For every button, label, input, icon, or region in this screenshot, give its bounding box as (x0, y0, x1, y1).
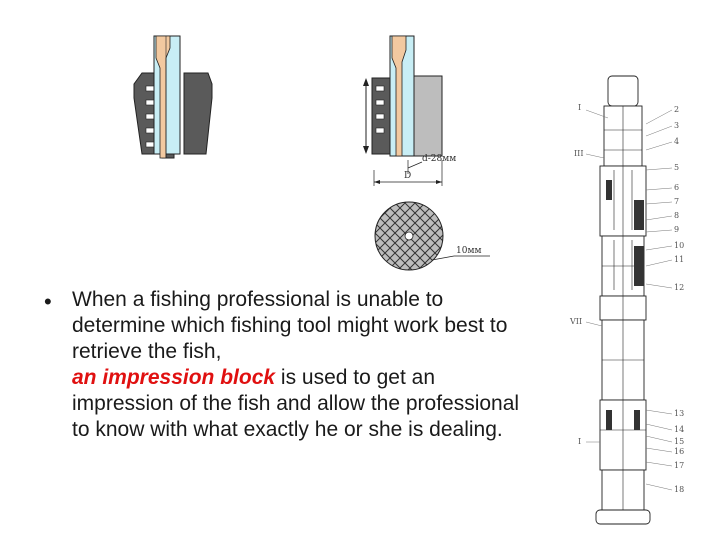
bullet-text: When a fishing professional is unable to… (72, 287, 542, 443)
fishing-tool-assembly: I III VII I 2 3 4 5 6 7 8 9 10 11 12 13 … (569, 75, 684, 525)
tool-label-right-0: 2 (674, 105, 679, 114)
label-d: d-28мм (422, 154, 456, 164)
tool-label-right-4: 6 (674, 183, 679, 192)
tool-label-right-5: 7 (674, 197, 679, 206)
label-D: D (404, 171, 411, 181)
tool-label-right-11: 13 (674, 409, 684, 418)
tool-label-left-1: III (574, 149, 583, 158)
tool-label-right-14: 16 (674, 447, 684, 456)
label-disk-size: 10мм (456, 246, 481, 256)
tool-label-right-2: 4 (674, 137, 679, 146)
tool-label-left-0: I (578, 103, 581, 112)
impression-block-cross-section-right: d-28мм D (363, 35, 456, 186)
tool-label-right-10: 12 (674, 283, 684, 292)
impression-block-cross-section-left (133, 35, 213, 159)
tool-label-right-9: 11 (674, 255, 684, 264)
bullet-dot: • (44, 289, 52, 314)
tool-label-right-3: 5 (674, 163, 679, 172)
tool-label-right-7: 9 (674, 225, 679, 234)
tool-label-right-6: 8 (674, 211, 679, 220)
bullet-text-after: is used to get an impression of the fish… (72, 366, 520, 441)
tool-label-right-15: 17 (674, 461, 684, 470)
tool-label-left-2: VII (569, 317, 582, 326)
bullet-highlight: an impression block (72, 366, 276, 389)
tool-label-right-13: 15 (674, 437, 684, 446)
bullet-text-before: When a fishing professional is unable to… (72, 288, 508, 363)
tool-label-left-3: I (578, 437, 581, 446)
tool-label-right-1: 3 (674, 121, 679, 130)
tool-label-right-8: 10 (674, 241, 684, 250)
bullet-paragraph: • When a fishing professional is unable … (44, 287, 544, 443)
tool-label-right-16: 18 (674, 485, 684, 494)
tool-label-right-12: 14 (674, 425, 684, 434)
impression-disk-hatched: 10мм (374, 201, 490, 271)
